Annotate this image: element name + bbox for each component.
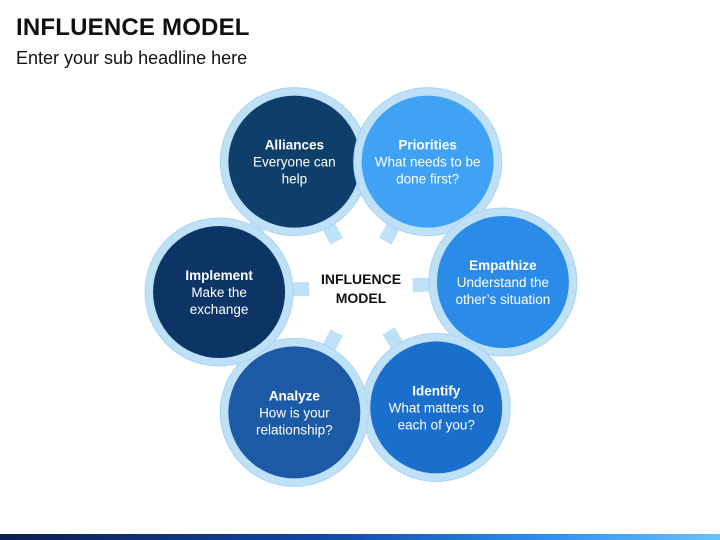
- node-text-implement-2: exchange: [190, 302, 249, 317]
- center-label-line-2: MODEL: [336, 290, 387, 306]
- node-circle-alliances: [228, 95, 361, 228]
- node-text-empathize-2: other’s situation: [456, 292, 551, 307]
- center-hub-circle: [309, 235, 413, 339]
- node-text-priorities-1: What needs to be: [375, 155, 481, 170]
- node-circle-analyze: [228, 346, 361, 479]
- node-title-empathize: Empathize: [469, 258, 537, 273]
- node-text-implement-1: Make the: [191, 285, 247, 300]
- node-circle-implement: [153, 225, 286, 358]
- center-label-line-1: INFLUENCE: [321, 271, 401, 287]
- node-text-alliances-2: help: [282, 172, 308, 187]
- node-text-priorities-2: done first?: [396, 172, 459, 187]
- node-title-priorities: Priorities: [398, 138, 457, 153]
- footer-bar: [0, 534, 720, 540]
- node-circle-empathize: [436, 216, 569, 349]
- node-text-identify-2: each of you?: [398, 417, 475, 432]
- node-text-analyze-2: relationship?: [256, 422, 333, 437]
- node-text-empathize-1: Understand the: [457, 275, 549, 290]
- node-text-identify-1: What matters to: [389, 400, 484, 415]
- node-circle-priorities: [361, 95, 494, 228]
- page-title: INFLUENCE MODEL: [16, 14, 250, 41]
- node-title-identify: Identify: [412, 383, 460, 398]
- node-title-implement: Implement: [185, 268, 253, 283]
- node-text-alliances-1: Everyone can: [253, 155, 336, 170]
- node-circle-identify: [370, 341, 503, 474]
- node-text-analyze-1: How is your: [259, 405, 330, 420]
- node-title-alliances: Alliances: [265, 138, 324, 153]
- page-subtitle: Enter your sub headline here: [16, 48, 248, 68]
- center-hub: INFLUENCE MODEL: [321, 271, 401, 306]
- node-title-analyze: Analyze: [269, 388, 321, 403]
